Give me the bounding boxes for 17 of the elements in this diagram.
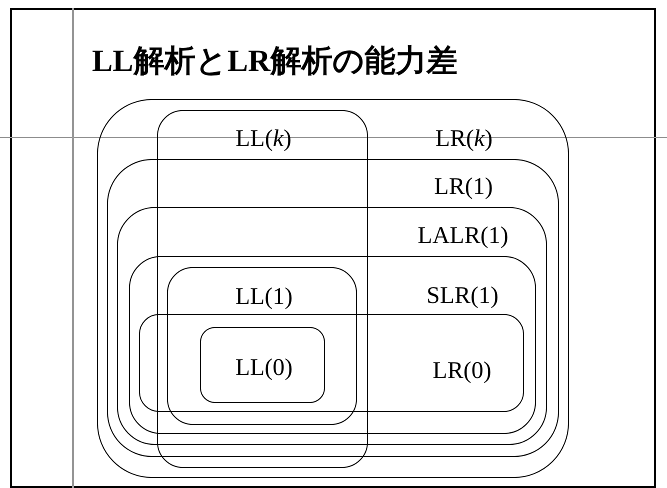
class-label: LR(0)	[432, 359, 492, 383]
grammar-class-region	[117, 207, 547, 445]
class-label: LL(1)	[235, 285, 293, 309]
grammar-class-region	[106, 158, 558, 456]
slide-title: LL解析とLR解析の能力差	[92, 42, 458, 80]
class-label: SLR(1)	[426, 284, 498, 308]
grammar-class-region	[139, 314, 524, 412]
class-label: LALR(1)	[418, 224, 508, 248]
class-label: LL(0)	[235, 356, 293, 380]
grammar-class-region	[97, 99, 569, 478]
grammar-class-region	[200, 327, 325, 403]
grammar-class-region	[156, 110, 368, 468]
class-label: LR(k)	[435, 127, 493, 151]
grammar-class-region	[167, 267, 357, 425]
grammar-class-region	[128, 256, 536, 434]
class-label: LL(k)	[236, 126, 292, 150]
class-label: LR(1)	[434, 174, 493, 198]
